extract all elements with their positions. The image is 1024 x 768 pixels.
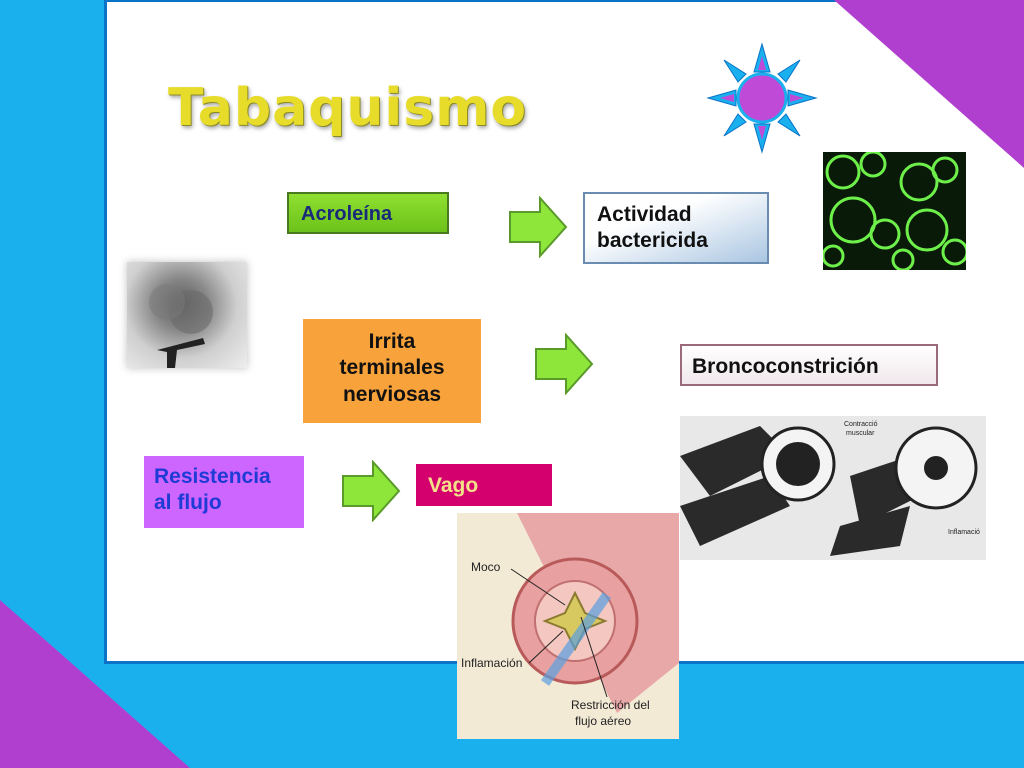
arrow-right-icon bbox=[509, 196, 568, 258]
irrita-label-line3: nerviosas bbox=[342, 382, 442, 406]
corner-bottom-left bbox=[0, 600, 190, 768]
inflamacion-label: Inflamación bbox=[461, 656, 522, 670]
vago-box: Vago bbox=[416, 464, 552, 506]
resistencia-flujo-box: Resistencia al flujo bbox=[144, 456, 304, 528]
restriccion-label-line1: Restricción del bbox=[571, 698, 650, 712]
contraccion-label-line2: muscular bbox=[846, 430, 875, 437]
corner-top-right bbox=[834, 0, 1024, 168]
actividad-label-line2: bactericida bbox=[597, 229, 708, 253]
irrita-label-line2: terminales bbox=[339, 356, 445, 380]
actividad-bactericida-box: Actividad bactericida bbox=[583, 192, 769, 264]
smoke-photo bbox=[127, 262, 247, 368]
actividad-label-line1: Actividad bbox=[597, 203, 692, 226]
broncoconstricion-box: Broncoconstrición bbox=[680, 344, 938, 386]
irrita-label-line1: Irrita bbox=[368, 330, 416, 353]
moco-label: Moco bbox=[471, 560, 501, 574]
arrow-right-icon bbox=[535, 333, 594, 395]
airway-diagram: Moco Inflamación Restricción del flujo a… bbox=[457, 513, 679, 739]
bacteria-photo bbox=[823, 152, 966, 270]
sun-icon bbox=[706, 42, 818, 154]
bronchi-diagram: Contracció muscular Inflamació bbox=[680, 416, 986, 560]
irrita-terminales-box: Irrita terminales nerviosas bbox=[303, 319, 481, 423]
restriccion-label-line2: flujo aéreo bbox=[575, 714, 631, 728]
page-title: Tabaquismo bbox=[168, 78, 528, 138]
resistencia-label-line1: Resistencia bbox=[154, 465, 271, 488]
arrow-right-icon bbox=[342, 460, 401, 522]
vago-label: Vago bbox=[428, 474, 479, 497]
inflamacio-label: Inflamació bbox=[948, 529, 980, 536]
broncoconstricion-label: Broncoconstrición bbox=[692, 355, 879, 378]
acroleina-box: Acroleína bbox=[287, 192, 449, 234]
contraccion-label-line1: Contracció bbox=[844, 421, 878, 428]
resistencia-label-line2: al flujo bbox=[154, 491, 222, 515]
acroleina-label: Acroleína bbox=[301, 203, 393, 225]
